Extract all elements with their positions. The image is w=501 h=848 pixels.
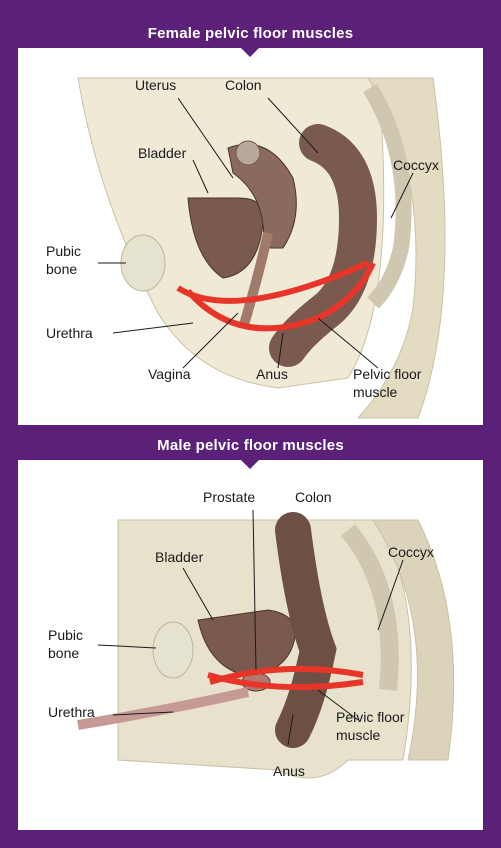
female-bladder-label: Bladder bbox=[138, 145, 187, 161]
female-panel-title: Female pelvic floor muscles bbox=[18, 18, 483, 48]
male-bladder-label: Bladder bbox=[155, 549, 204, 565]
male-anus-label: Anus bbox=[273, 763, 305, 779]
male-urethra-label: Urethra bbox=[48, 704, 95, 720]
male-anatomy-illustration: Prostate Colon Bladder Coccyx Pubic bone… bbox=[18, 460, 483, 830]
male-coccyx-label: Coccyx bbox=[388, 544, 434, 560]
male-pelvic-floor-label-line2: muscle bbox=[336, 727, 381, 743]
female-pubic-bone-label-line1: Pubic bbox=[46, 243, 81, 259]
male-prostate-label: Prostate bbox=[203, 489, 255, 505]
female-title-notch bbox=[241, 48, 259, 57]
female-pelvic-floor-label-line2: muscle bbox=[353, 384, 398, 400]
female-coccyx-label: Coccyx bbox=[393, 157, 439, 173]
male-pubic-bone-label-line2: bone bbox=[48, 645, 79, 661]
male-pubic-bone-label-line1: Pubic bbox=[48, 627, 83, 643]
female-ovary bbox=[236, 141, 260, 165]
female-colon-label: Colon bbox=[225, 77, 262, 93]
male-title-notch bbox=[241, 460, 259, 469]
female-anus-label: Anus bbox=[256, 366, 288, 382]
female-vagina-label: Vagina bbox=[148, 366, 191, 382]
female-pelvic-floor-label-line1: Pelvic floor bbox=[353, 366, 422, 382]
male-pubic-bone bbox=[153, 622, 193, 678]
female-anatomy-illustration: Uterus Colon Bladder Coccyx Pubic bone U… bbox=[18, 48, 483, 425]
female-urethra-label: Urethra bbox=[46, 325, 93, 341]
male-diagram-panel: Prostate Colon Bladder Coccyx Pubic bone… bbox=[18, 460, 483, 830]
female-uterus-label: Uterus bbox=[135, 77, 176, 93]
male-pelvic-floor-label-line1: Pelvic floor bbox=[336, 709, 405, 725]
female-pubic-bone-label-line2: bone bbox=[46, 261, 77, 277]
male-panel-title: Male pelvic floor muscles bbox=[18, 430, 483, 460]
female-pubic-bone bbox=[121, 235, 165, 291]
male-colon-label: Colon bbox=[295, 489, 332, 505]
female-diagram-panel: Uterus Colon Bladder Coccyx Pubic bone U… bbox=[18, 48, 483, 425]
male-colon bbox=[293, 530, 318, 730]
